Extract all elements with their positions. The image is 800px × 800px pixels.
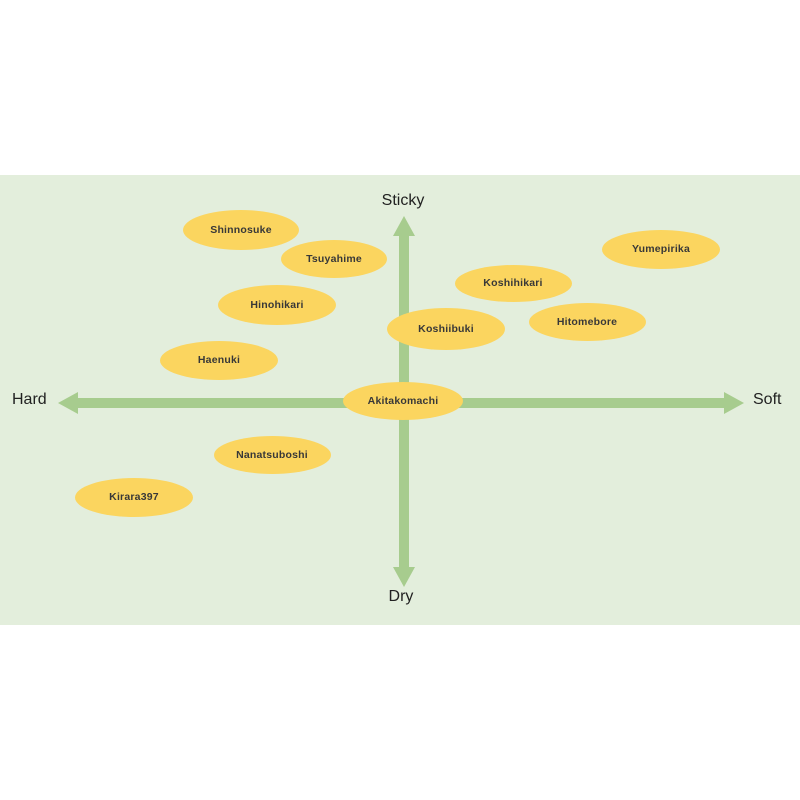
variety-ellipse-nanatsuboshi: Nanatsuboshi	[213, 436, 331, 474]
variety-ellipse-akitakomachi: Akitakomachi	[343, 382, 463, 420]
axis-label-hard: Hard	[12, 391, 47, 408]
variety-ellipse-yumepirika: Yumepirika	[602, 229, 720, 269]
variety-ellipse-haenuki: Haenuki	[160, 340, 278, 380]
variety-ellipse-kirara397: Kirara397	[75, 477, 193, 517]
variety-ellipse-koshihikari: Koshihikari	[454, 264, 572, 302]
variety-ellipse-hitomebore: Hitomebore	[528, 303, 646, 341]
variety-ellipse-koshiibuki: Koshiibuki	[387, 308, 505, 350]
variety-ellipse-tsuyahime: Tsuyahime	[281, 240, 387, 278]
axis-label-sticky: Sticky	[381, 192, 425, 209]
arrow-right-icon	[724, 392, 744, 414]
arrow-left-icon	[58, 392, 78, 414]
axis-label-dry: Dry	[388, 588, 414, 605]
arrow-down-icon	[393, 567, 415, 587]
variety-ellipse-shinnosuke: Shinnosuke	[183, 210, 299, 250]
arrow-up-icon	[393, 216, 415, 236]
variety-ellipse-hinohikari: Hinohikari	[218, 285, 336, 325]
axis-label-soft: Soft	[753, 391, 782, 408]
